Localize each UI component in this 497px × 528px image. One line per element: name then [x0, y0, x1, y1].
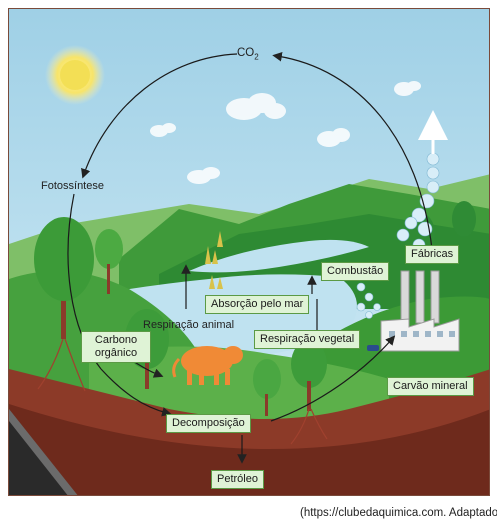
cycle-arrows — [67, 52, 433, 464]
carvao-mineral-box: Carvão mineral — [387, 377, 474, 396]
fotossintese-label: Fotossíntese — [41, 180, 104, 192]
clouds — [150, 81, 421, 184]
arc-top-right — [272, 52, 433, 250]
arc-top-left — [81, 53, 238, 179]
factory — [367, 270, 460, 352]
arc-bottom-left — [100, 368, 172, 417]
source-credit: (https://clubedaquimica.com. Adaptado.) — [300, 507, 497, 519]
carbono-organico-box: Carbono orgânico — [81, 331, 151, 363]
absorcao-box: Absorção pelo mar — [205, 295, 310, 314]
trees-left — [34, 217, 169, 389]
fabricas-box: Fábricas — [405, 245, 460, 264]
grass-tufts — [205, 231, 223, 289]
decomposicao-box: Decomposição — [166, 414, 251, 433]
petroleo-box: Petróleo — [211, 470, 264, 489]
respiracao-vegetal-box: Respiração vegetal — [254, 330, 361, 349]
animal — [172, 346, 243, 385]
co2-text: CO — [237, 47, 255, 59]
roots — [37, 338, 328, 445]
arc-right-up — [270, 335, 396, 422]
co2-label: CO2 — [237, 47, 259, 61]
combustao-box: Combustão — [321, 262, 390, 281]
diagram-frame: CO2 Fotossíntese Respiração animal Fábri… — [8, 8, 490, 496]
respiracao-animal-label: Respiração animal — [143, 319, 235, 331]
co2-subscript: 2 — [254, 52, 259, 62]
